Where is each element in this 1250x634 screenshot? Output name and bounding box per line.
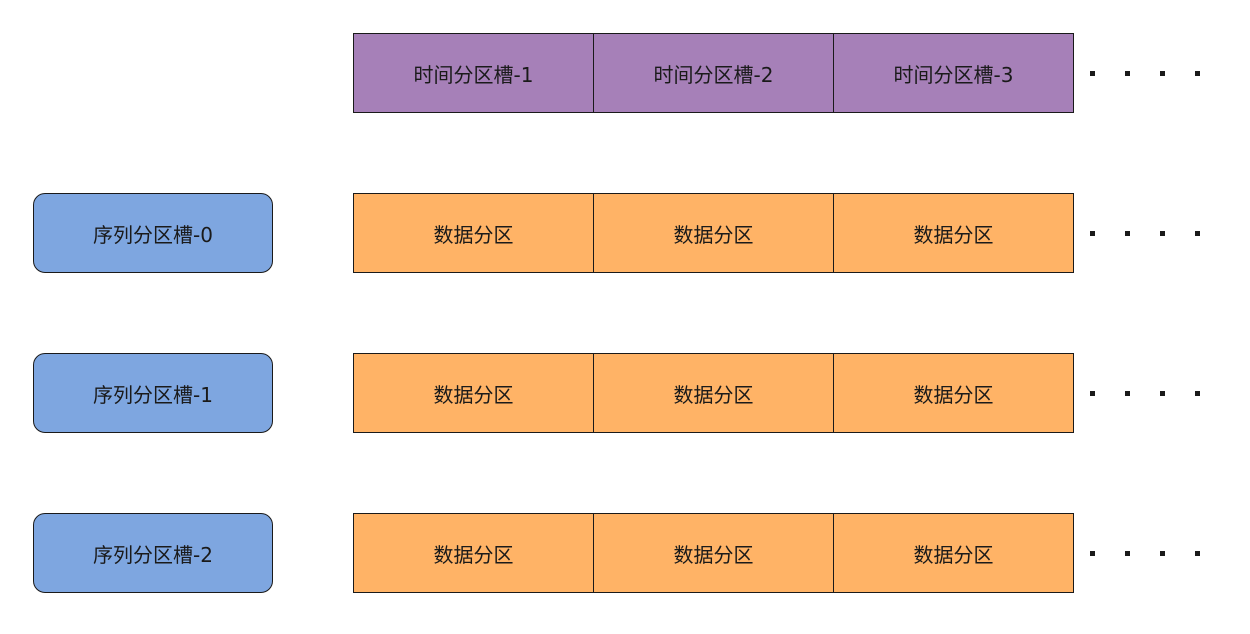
time-slot-label: 时间分区槽-2 bbox=[653, 62, 774, 87]
series-slot-label: 序列分区槽-1 bbox=[93, 382, 213, 407]
dot bbox=[1160, 70, 1165, 76]
data-partition: 数据分区 bbox=[353, 353, 594, 433]
ellipsis-dots bbox=[1090, 383, 1200, 403]
data-partition: 数据分区 bbox=[353, 193, 594, 273]
data-partition: 数据分区 bbox=[833, 513, 1074, 593]
time-slot-2: 时间分区槽-2 bbox=[593, 33, 834, 113]
dot bbox=[1090, 550, 1095, 556]
dot bbox=[1090, 390, 1095, 396]
dot bbox=[1125, 230, 1130, 236]
dot bbox=[1090, 70, 1095, 76]
dot bbox=[1125, 390, 1130, 396]
dot bbox=[1090, 230, 1095, 236]
data-partition-label: 数据分区 bbox=[673, 382, 754, 407]
data-partition-label: 数据分区 bbox=[913, 222, 994, 247]
time-slot-1: 时间分区槽-1 bbox=[353, 33, 594, 113]
dot bbox=[1160, 230, 1165, 236]
series-slot-0: 序列分区槽-0 bbox=[33, 193, 273, 273]
series-slot-1: 序列分区槽-1 bbox=[33, 353, 273, 433]
dot bbox=[1195, 230, 1200, 236]
series-slot-label: 序列分区槽-0 bbox=[93, 222, 213, 247]
data-partition-label: 数据分区 bbox=[433, 382, 514, 407]
dot bbox=[1125, 550, 1130, 556]
data-partition: 数据分区 bbox=[833, 353, 1074, 433]
data-partition-label: 数据分区 bbox=[433, 542, 514, 567]
series-slot-label: 序列分区槽-2 bbox=[93, 542, 213, 567]
data-partition: 数据分区 bbox=[593, 193, 834, 273]
data-partition-label: 数据分区 bbox=[913, 382, 994, 407]
data-partition-label: 数据分区 bbox=[913, 542, 994, 567]
dot bbox=[1195, 550, 1200, 556]
data-partition: 数据分区 bbox=[833, 193, 1074, 273]
data-partition: 数据分区 bbox=[353, 513, 594, 593]
data-partition: 数据分区 bbox=[593, 513, 834, 593]
time-slot-3: 时间分区槽-3 bbox=[833, 33, 1074, 113]
ellipsis-dots bbox=[1090, 63, 1200, 83]
time-slot-label: 时间分区槽-3 bbox=[893, 62, 1014, 87]
dot bbox=[1160, 390, 1165, 396]
dot bbox=[1195, 390, 1200, 396]
ellipsis-dots bbox=[1090, 543, 1200, 563]
dot bbox=[1195, 70, 1200, 76]
series-slot-2: 序列分区槽-2 bbox=[33, 513, 273, 593]
time-slot-label: 时间分区槽-1 bbox=[413, 62, 534, 87]
data-partition-label: 数据分区 bbox=[433, 222, 514, 247]
data-partition-label: 数据分区 bbox=[673, 222, 754, 247]
data-partition-label: 数据分区 bbox=[673, 542, 754, 567]
dot bbox=[1125, 70, 1130, 76]
dot bbox=[1160, 550, 1165, 556]
data-partition: 数据分区 bbox=[593, 353, 834, 433]
ellipsis-dots bbox=[1090, 223, 1200, 243]
